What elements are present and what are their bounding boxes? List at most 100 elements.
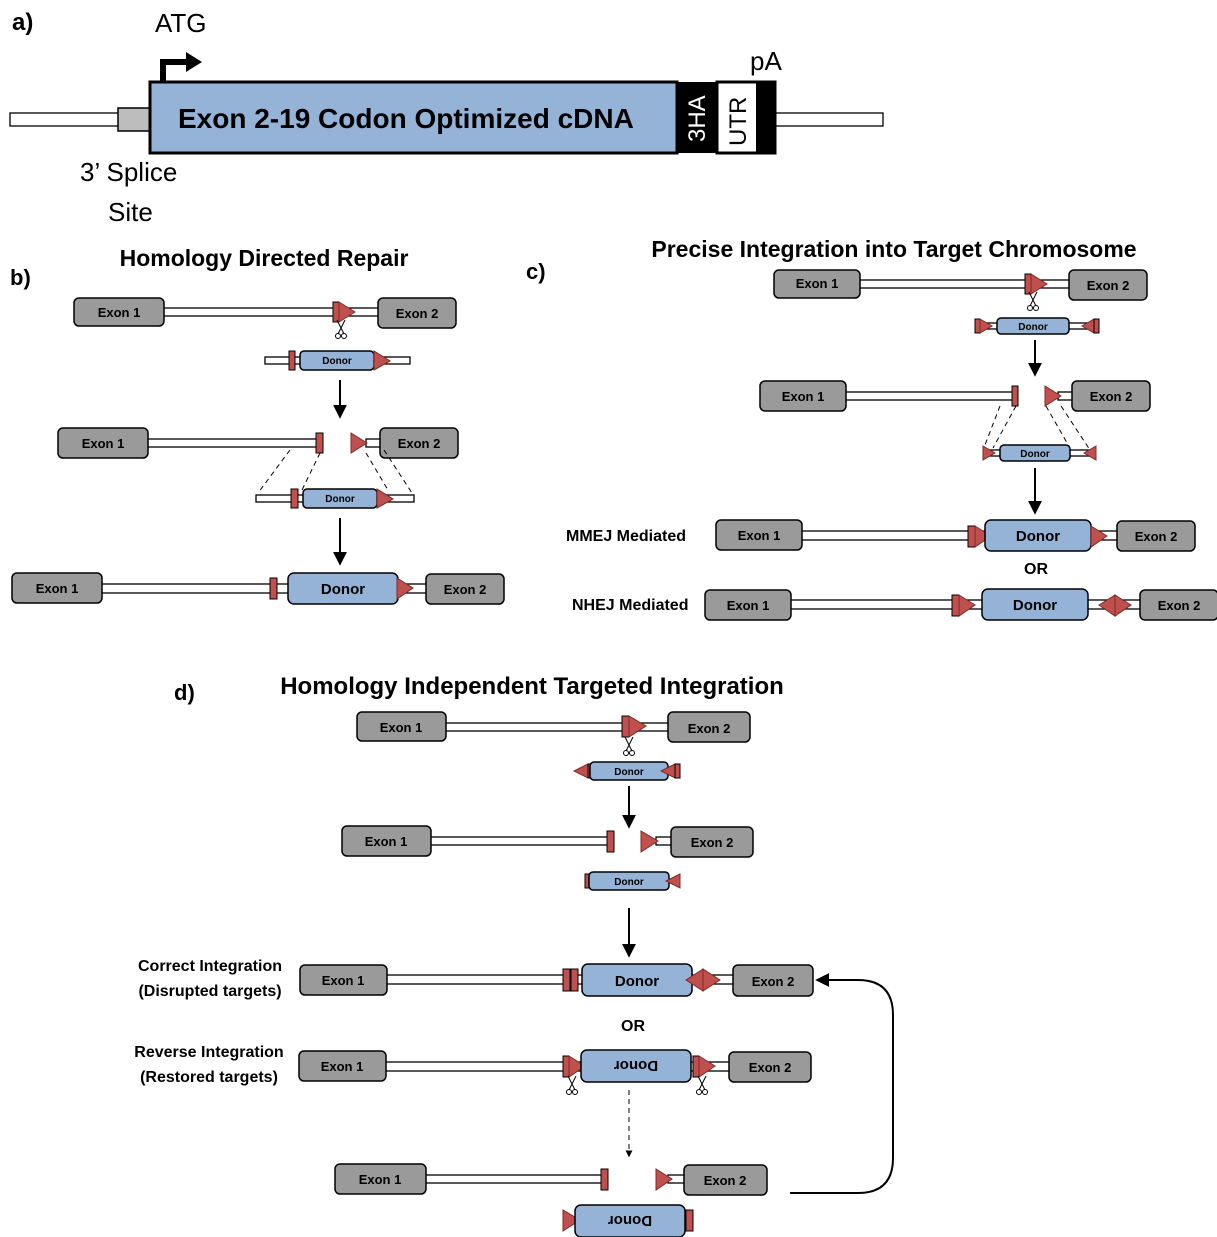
d1-cut-bar <box>621 715 630 738</box>
utr-label: UTR <box>725 97 752 146</box>
d5-exon1-label: Exon 1 <box>322 973 365 988</box>
panel-a: a) ATG pA Exon 2-19 Codon Optimized cDNA… <box>9 8 884 227</box>
c2-donor-label: Donor <box>1018 322 1048 333</box>
c5-tri-left <box>974 525 992 548</box>
d5-exon2 <box>732 964 814 997</box>
d4-tri-right <box>664 873 681 889</box>
c5-tri-right <box>1090 525 1108 548</box>
c5-exon2 <box>1116 520 1196 552</box>
d6-exon2-label: Exon 2 <box>749 1060 792 1075</box>
panel-b-letter: b) <box>10 265 31 290</box>
b3-cut-bar <box>315 432 324 454</box>
c3-exon2-label: Exon 2 <box>1090 389 1133 404</box>
c2-cut-right <box>1093 318 1100 334</box>
c3-exon1-label: Exon 1 <box>782 389 825 404</box>
d8-donor-label-reversed: Donor <box>608 1212 652 1229</box>
d6-donor-reversed <box>580 1049 692 1083</box>
d3-pam-triangle <box>640 830 659 853</box>
cdna-label: Exon 2-19 Codon Optimized cDNA <box>178 103 634 134</box>
c5-exon1-label: Exon 1 <box>738 528 781 543</box>
utr-inner-bar <box>756 82 775 153</box>
d6-exon1-label: Exon 1 <box>321 1059 364 1074</box>
d5-cut-b <box>570 968 579 992</box>
d7-exon1-label: Exon 1 <box>359 1172 402 1187</box>
d2-donor-label: Donor <box>614 767 644 778</box>
c3-exon2 <box>1071 380 1151 412</box>
b5-exon1-label: Exon 1 <box>36 581 79 596</box>
d1-exon1 <box>356 711 447 742</box>
b3-exon2 <box>379 427 459 459</box>
c2-tri-right <box>1081 318 1095 334</box>
c4-tri-right <box>1083 445 1097 461</box>
c6-tri-right-a <box>1098 594 1116 617</box>
b1-exon2-label: Exon 2 <box>396 306 439 321</box>
atg-label: ATG <box>155 8 207 38</box>
b4-pam-triangle <box>376 488 394 509</box>
pa-label: pA <box>750 46 782 76</box>
d6-tri-left <box>568 1055 586 1078</box>
d5-exon1 <box>299 964 388 996</box>
panel-d-title: Homology Independent Targeted Integratio… <box>280 673 784 700</box>
reverse-label-1: Reverse Integration <box>134 1044 283 1061</box>
b1-exon1-label: Exon 1 <box>98 305 141 320</box>
d8-cut-right <box>685 1209 694 1232</box>
scissors-icon <box>696 1075 708 1095</box>
d6-cut-right <box>692 1055 700 1078</box>
b3-dash-2 <box>301 452 321 491</box>
cdna-box <box>148 80 679 155</box>
d7-exon2-label: Exon 2 <box>704 1173 747 1188</box>
b4-cut-bar <box>290 488 299 509</box>
c1-exon1-label: Exon 1 <box>796 276 839 291</box>
splice-label-2: Site <box>108 197 153 227</box>
correct-label-2: (Disrupted targets) <box>138 983 281 1000</box>
panel-a-letter: a) <box>12 9 33 36</box>
d3-cut-bar <box>606 830 615 853</box>
c6-exon1-label: Exon 1 <box>727 598 770 613</box>
c6-donor <box>981 588 1089 621</box>
c2-cut-left <box>974 318 981 334</box>
d3-exon1-label: Exon 1 <box>365 834 408 849</box>
ha-tag-label: 3HA <box>684 95 711 142</box>
d5-tri-b <box>702 968 721 992</box>
d7-exon1 <box>334 1163 427 1195</box>
d7-line-left <box>423 1174 605 1184</box>
d3-exon2 <box>670 826 754 858</box>
d6-exon1 <box>298 1050 387 1082</box>
c3-dash-1 <box>982 405 1001 451</box>
b2-pam-triangle <box>373 350 391 371</box>
d3-line-left <box>429 836 611 846</box>
c5-cut-bar <box>967 525 976 548</box>
b3-exon1 <box>57 427 149 459</box>
d-or-label: OR <box>621 1018 645 1035</box>
c4-donor-label: Donor <box>1020 449 1050 460</box>
d6-donor-label-reversed: Donor <box>614 1057 658 1074</box>
b3-dash-3 <box>365 452 389 491</box>
d1-exon1-label: Exon 1 <box>380 720 423 735</box>
d8-donor-reversed <box>574 1204 686 1237</box>
c-or-label: OR <box>1024 561 1048 578</box>
b3-line-left <box>144 438 318 448</box>
d1-exon2-label: Exon 2 <box>688 721 731 736</box>
b2-cut-bar <box>288 350 296 371</box>
c4-donor <box>999 444 1071 462</box>
c5-donor-label: Donor <box>1016 528 1060 545</box>
panel-d-letter: d) <box>174 680 195 705</box>
panel-c-letter: c) <box>526 259 546 284</box>
c3-line-left <box>843 391 1016 401</box>
ha-tag-box <box>676 82 717 153</box>
d2-cut-right <box>674 763 681 779</box>
c3-pam-triangle <box>1044 385 1062 407</box>
c2-tri-left <box>979 318 993 334</box>
panel-b-title: Homology Directed Repair <box>120 245 409 271</box>
scissors-icon <box>623 736 635 756</box>
c6-exon2-label: Exon 2 <box>1158 598 1201 613</box>
b3-exon2-label: Exon 2 <box>398 436 441 451</box>
b5-donor-label: Donor <box>321 581 365 598</box>
c1-cut-bar <box>1024 273 1032 295</box>
c3-dash-2 <box>992 405 1017 449</box>
d7-exon2 <box>683 1164 768 1196</box>
b1-pam-triangle <box>338 301 356 323</box>
b1-cut-bar <box>332 301 340 323</box>
nhej-label: NHEJ Mediated <box>572 597 688 614</box>
d7-pam-triangle <box>655 1168 673 1191</box>
